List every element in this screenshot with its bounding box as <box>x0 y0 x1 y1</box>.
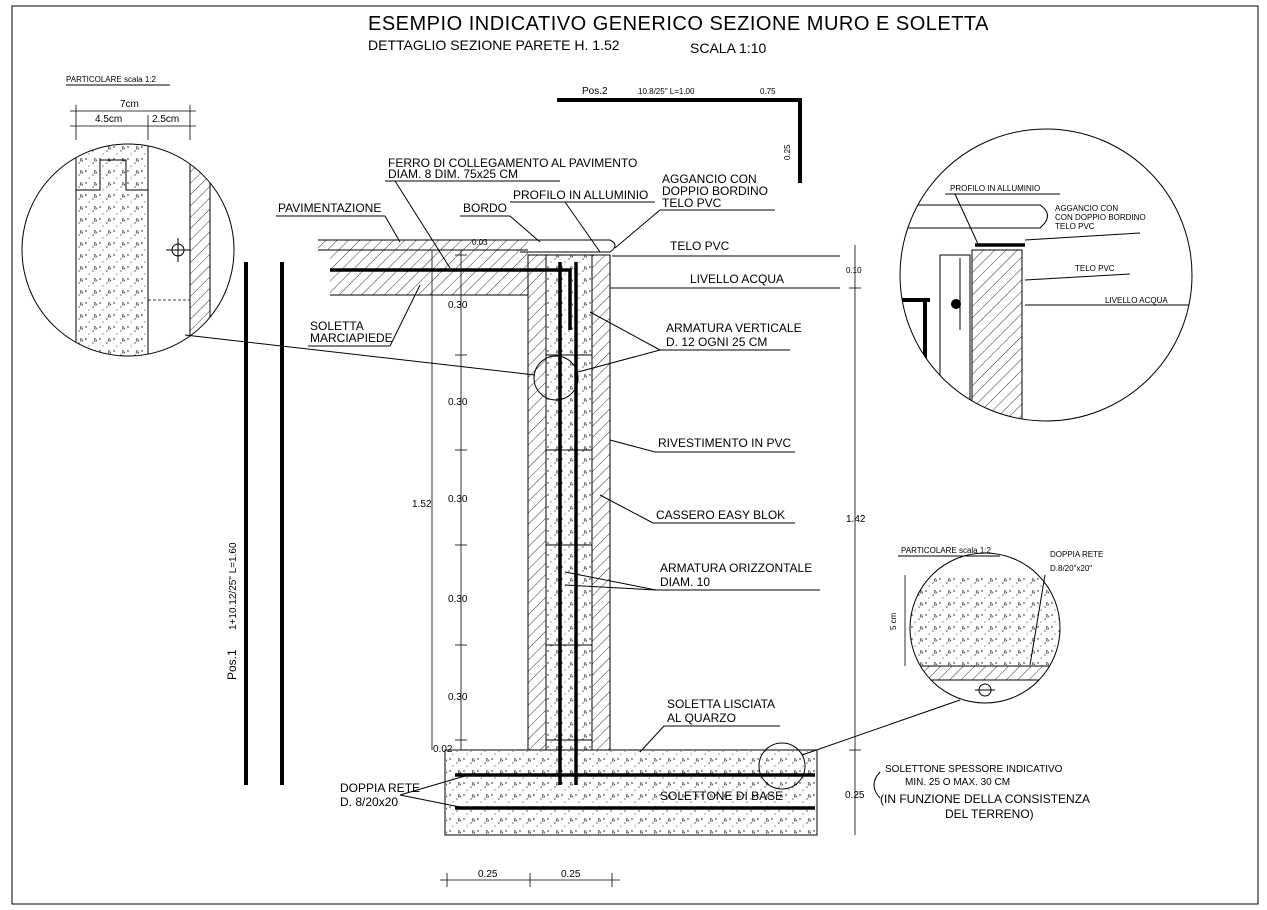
dim-030-1: 0.30 <box>448 300 468 311</box>
label-arm-orizz-2: DIAM. 10 <box>660 575 710 589</box>
label-soletta-1: SOLETTA <box>310 319 364 333</box>
pos2-label: Pos.2 <box>582 86 608 97</box>
detail-left: PARTICOLARE scala 1:2 7cm 4.5cm 2.5cm <box>21 75 235 357</box>
detail-left-width-b: 2.5cm <box>152 114 179 125</box>
main-section <box>318 239 961 836</box>
label-arm-vert-2: D. 12 OGNI 25 CM <box>666 335 767 349</box>
subtitle: DETTAGLIO SEZIONE PARETE H. 1.52 <box>368 37 620 53</box>
dimension-bottom: 0.25 0.25 <box>440 869 620 887</box>
dimension-left: 0.30 0.30 0.30 0.30 0.30 1.52 0.03 0.02 <box>412 238 488 755</box>
scale-label: SCALA 1:10 <box>690 40 766 56</box>
dimension-right: 0.10 1.42 0.25 <box>845 245 866 835</box>
label-ferro-2: DIAM. 8 DIM. 75x25 CM <box>388 167 518 181</box>
label-doppia-2: D. 8/20x20 <box>340 795 398 809</box>
dim-152: 1.52 <box>412 499 432 510</box>
label-doppia-1: DOPPIA RETE <box>340 781 420 795</box>
detail-slab-mesh-1: DOPPIA RETE <box>1050 550 1103 559</box>
pos1-bar: Pos.1 1+10.12/25" L=1.60 <box>225 262 284 785</box>
detail-right-water: LIVELLO ACQUA <box>1105 296 1168 305</box>
label-aggancio-1: AGGANCIO CON <box>662 172 757 186</box>
detail-right: PROFILO IN ALLUMINIO AGGANCIO CON CON DO… <box>899 128 1193 422</box>
labels: FERRO DI COLLEGAMENTO AL PAVIMENTO DIAM.… <box>276 156 1090 821</box>
detail-right-hook-3: TELO PVC <box>1055 222 1095 231</box>
pos2-height: 0.25 <box>783 144 792 160</box>
dim-030-4: 0.30 <box>448 594 468 605</box>
label-bordo: BORDO <box>463 201 507 215</box>
label-spessore-2: MIN. 25 O MAX. 30 CM <box>905 777 1010 788</box>
pos2-bar: Pos.2 10.8/25" L=1.00 0.75 0.25 <box>557 86 802 183</box>
label-spessore-3: (IN FUNZIONE DELLA CONSISTENZA <box>880 792 1090 806</box>
detail-right-profile: PROFILO IN ALLUMINIO <box>950 184 1040 193</box>
detail-left-header: PARTICOLARE scala 1:2 <box>66 75 157 84</box>
detail-slab-mesh-2: D.8/20"x20" <box>1050 564 1092 573</box>
label-soletta-2: MARCIAPIEDE <box>310 331 393 345</box>
pos2-spec: 10.8/25" L=1.00 <box>638 87 695 96</box>
label-cassero: CASSERO EASY BLOK <box>656 508 785 522</box>
label-lisciata-2: AL QUARZO <box>667 711 736 725</box>
label-ferro-1: FERRO DI COLLEGAMENTO AL PAVIMENTO <box>388 156 637 170</box>
detail-right-pvc: TELO PVC <box>1075 264 1115 273</box>
pos2-length: 0.75 <box>760 87 776 96</box>
dim-030-5: 0.30 <box>448 692 468 703</box>
detail-left-width-total: 7cm <box>120 99 139 110</box>
detail-right-hook-1: AGGANCIO CON <box>1055 204 1118 213</box>
detail-left-width-a: 4.5cm <box>95 114 122 125</box>
label-livello: LIVELLO ACQUA <box>690 272 784 286</box>
label-aggancio-3: TELO PVC <box>662 196 722 210</box>
label-spessore-1: SOLETTONE SPESSORE INDICATIVO <box>885 764 1063 775</box>
label-pavimentazione: PAVIMENTAZIONE <box>278 201 381 215</box>
dim-002: 0.02 <box>433 744 453 755</box>
title: ESEMPIO INDICATIVO GENERICO SEZIONE MURO… <box>368 13 989 35</box>
label-profilo: PROFILO IN ALLUMINIO <box>513 188 648 202</box>
dim-030-2: 0.30 <box>448 397 468 408</box>
pos1-spec: 1+10.12/25" L=1.60 <box>228 542 239 630</box>
pos1-label: Pos.1 <box>225 649 239 680</box>
dim-142: 1.42 <box>846 514 866 525</box>
frame-border <box>11 5 1259 905</box>
detail-slab: PARTICOLARE scala 1:2 DOPPIA RETE D.8/20… <box>889 546 1103 704</box>
label-spessore-4: DEL TERRENO) <box>945 807 1034 821</box>
dim-010: 0.10 <box>846 266 862 275</box>
dim-030-3: 0.30 <box>448 494 468 505</box>
detail-right-hook-2: CON DOPPIO BORDINO <box>1055 213 1146 222</box>
dim-025: 0.25 <box>845 790 865 801</box>
label-arm-vert-1: ARMATURA VERTICALE <box>666 321 802 335</box>
label-arm-orizz-1: ARMATURA ORIZZONTALE <box>660 561 812 575</box>
label-telo-pvc: TELO PVC <box>670 239 730 253</box>
label-aggancio-2: DOPPIO BORDINO <box>662 184 768 198</box>
dim-025-a: 0.25 <box>478 869 498 880</box>
detail-slab-thickness: 5 cm <box>889 612 898 630</box>
label-lisciata-1: SOLETTA LISCIATA <box>667 697 775 711</box>
dim-003: 0.03 <box>472 238 488 247</box>
label-solettone-base: SOLETTONE DI BASE <box>660 789 783 803</box>
label-rivestimento: RIVESTIMENTO IN PVC <box>658 436 791 450</box>
detail-slab-header: PARTICOLARE scala 1:2 <box>901 546 992 555</box>
dim-025-b: 0.25 <box>561 869 581 880</box>
